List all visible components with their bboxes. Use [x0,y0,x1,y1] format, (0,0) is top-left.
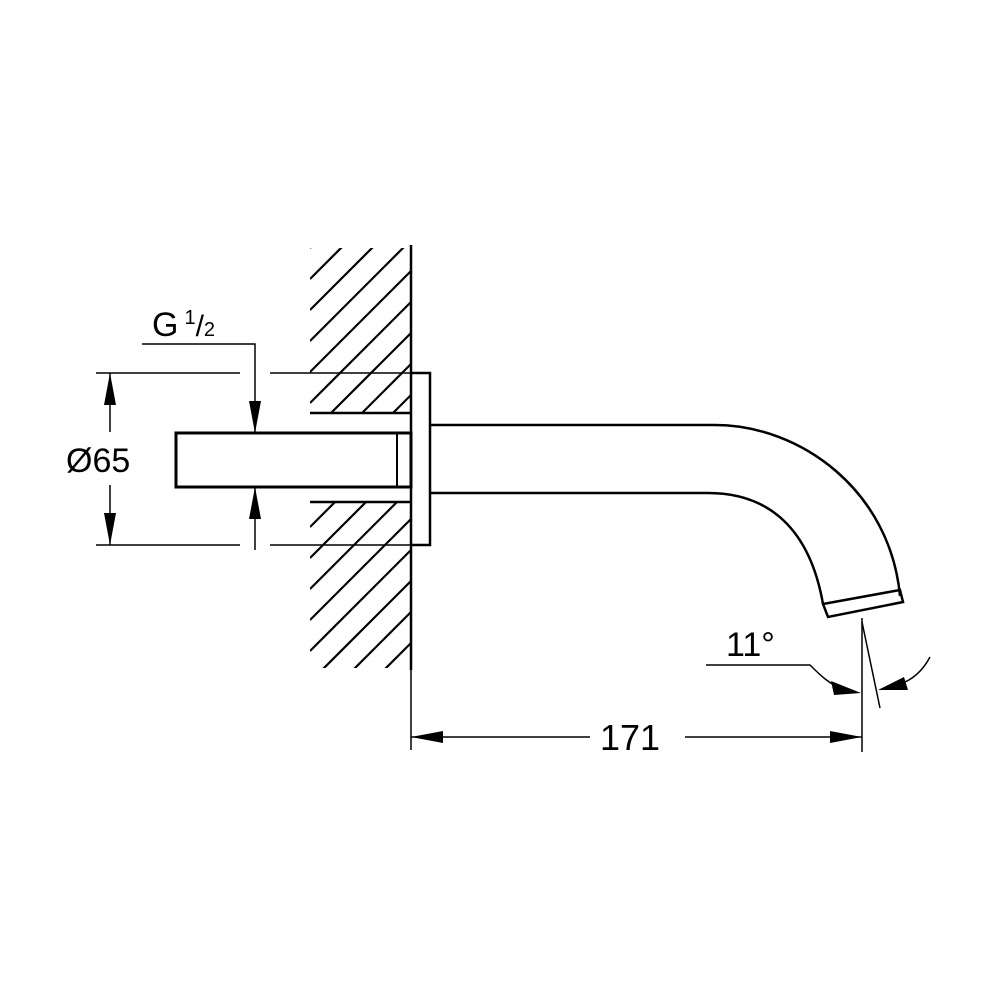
wall-hatching [310,248,411,668]
hatch-line [310,248,411,249]
thread-letter: G [152,306,179,344]
hatch-line [310,270,411,373]
arrowhead [249,487,261,519]
hatch-line [310,363,411,466]
hatch-line [310,518,411,621]
thread-fraction-num: 1 [184,307,196,329]
diameter-label: Ø65 [66,442,131,480]
arrowhead [104,373,116,405]
hatch-line [310,301,411,404]
hatch-line [310,394,411,497]
connection-pipe [174,431,413,489]
wall-flange [411,371,432,547]
arrowhead [249,401,261,433]
thread-fraction-slash: / [195,310,204,343]
hatch-line [310,456,411,559]
arrowhead [878,677,908,690]
arrowhead [411,731,443,743]
spout-outlet [821,588,905,619]
spout-top-contour [430,423,902,597]
thread-leader [142,343,256,433]
length-label: 171 [600,717,661,758]
angle-leader [706,664,846,691]
spout-bottom-contour [430,491,825,605]
arrowhead [830,731,862,743]
outlet-angle-line [861,621,881,709]
arrowhead [104,513,116,545]
hatch-line [310,580,411,668]
hatch-line [310,425,411,528]
hatch-line [310,611,411,668]
hatch-line [310,487,411,590]
hatch-line [310,248,411,280]
hatch-line [310,642,411,668]
arrowhead [831,681,861,695]
hatch-line [310,248,411,342]
hatch-line [310,549,411,652]
angle-label: 11° [726,626,775,664]
hatch-line [310,332,411,435]
hatch-line [310,248,411,311]
thread-fraction-den: 2 [203,319,216,341]
